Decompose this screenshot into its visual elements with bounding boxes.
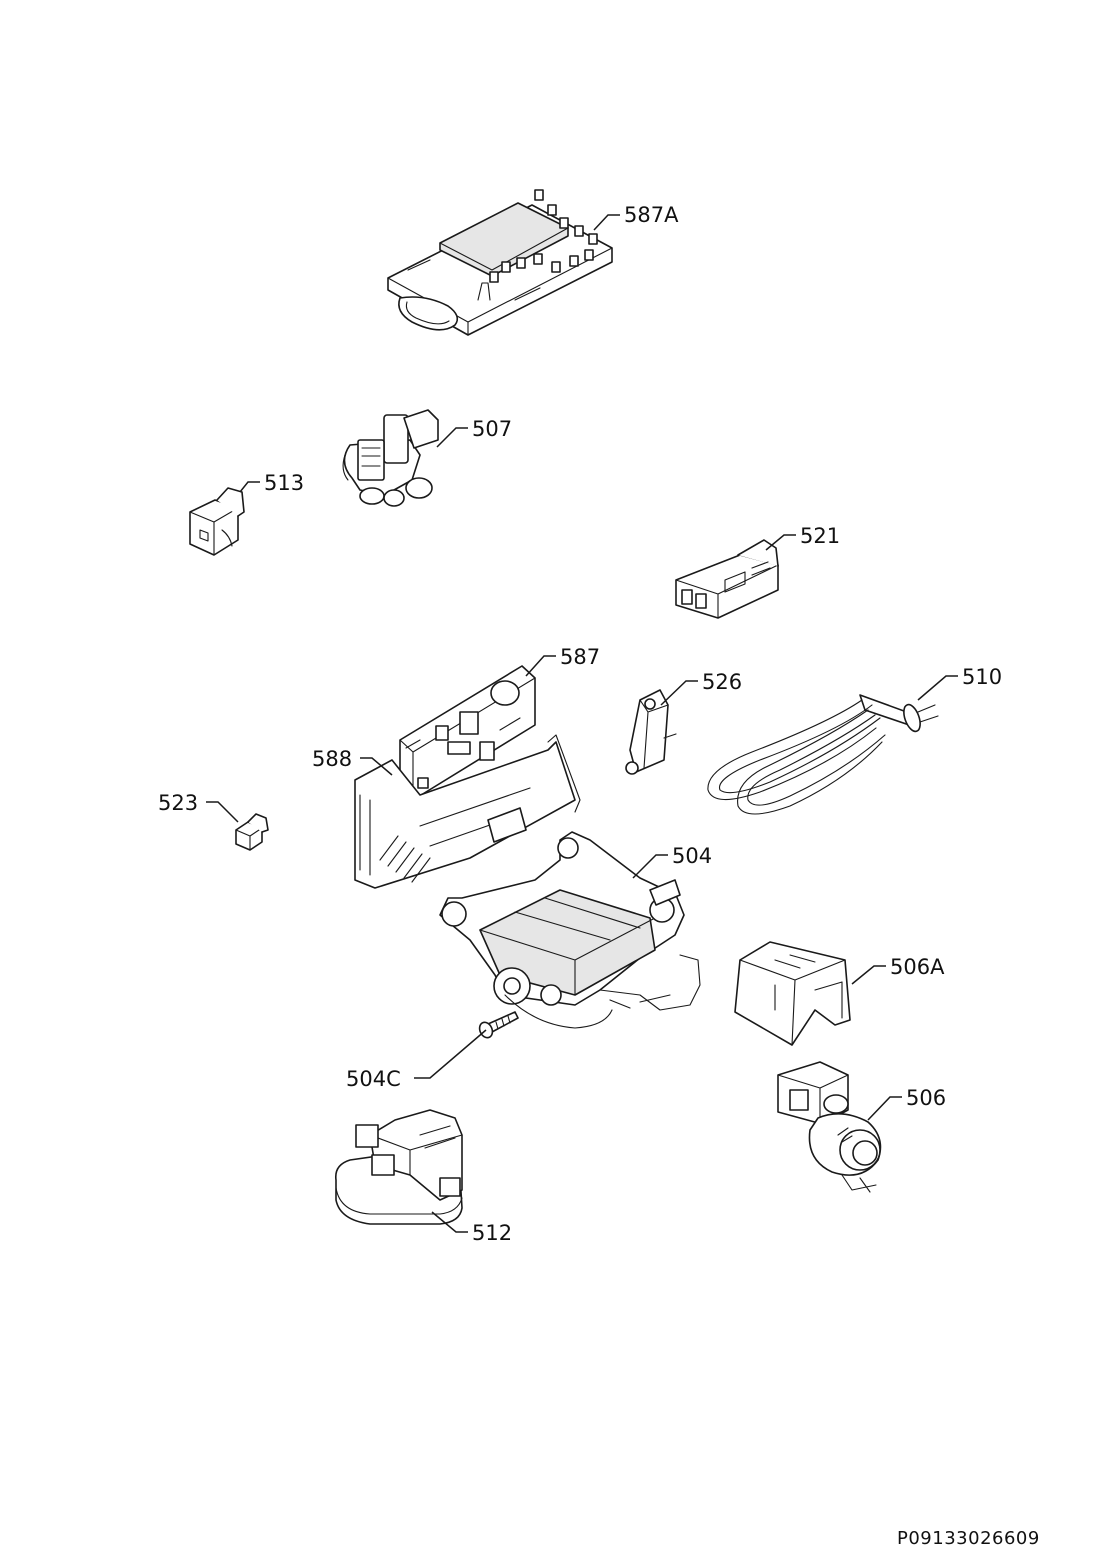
callout-523: 523: [158, 791, 198, 815]
callout-507: 507: [472, 417, 512, 441]
part-510-heater[interactable]: [707, 694, 939, 815]
callout-506: 506: [906, 1086, 946, 1110]
callout-labels: 587A 507 513 521 587 526 510 588 523 504…: [158, 203, 1002, 1245]
callout-510: 510: [962, 665, 1002, 689]
part-506-drain-pump[interactable]: [777, 1061, 882, 1193]
part-513-clip[interactable]: [189, 487, 245, 556]
part-507-inlet-valve[interactable]: [342, 409, 439, 507]
callout-588: 588: [312, 747, 352, 771]
part-587-main-pcb[interactable]: [399, 665, 536, 801]
callout-526: 526: [702, 670, 742, 694]
part-521-door-lock[interactable]: [675, 539, 779, 619]
callout-513: 513: [264, 471, 304, 495]
part-512-filter-cover[interactable]: [334, 1109, 463, 1225]
callout-587: 587: [560, 645, 600, 669]
part-504-motor[interactable]: [439, 831, 701, 1029]
part-526-bracket[interactable]: [625, 689, 677, 775]
callout-506a: 506A: [890, 955, 945, 979]
part-504c-screw[interactable]: [477, 1011, 519, 1040]
part-587a-control-board[interactable]: [387, 189, 613, 336]
part-588-pcb-housing[interactable]: [354, 734, 581, 889]
callout-504c: 504C: [346, 1067, 401, 1091]
part-523-clip[interactable]: [235, 813, 269, 851]
part-506a-pump-cover[interactable]: [734, 941, 851, 1046]
leader-lines: [206, 214, 958, 1233]
callout-504: 504: [672, 844, 712, 868]
callout-512: 512: [472, 1221, 512, 1245]
callout-521: 521: [800, 524, 840, 548]
document-number: P09133026609: [897, 1528, 1040, 1549]
callout-587a: 587A: [624, 203, 679, 227]
